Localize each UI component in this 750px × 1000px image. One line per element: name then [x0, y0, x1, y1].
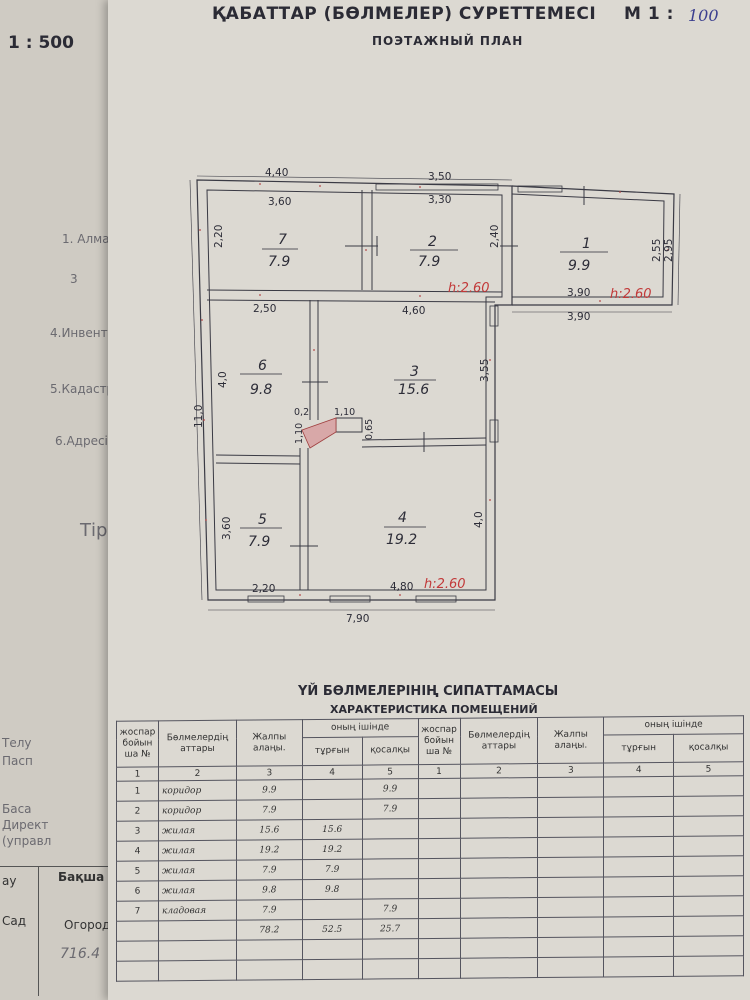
dim-corner-2: 1,10	[334, 407, 355, 418]
room-2-number: 2	[428, 234, 437, 250]
room-6-number: 6	[258, 358, 267, 374]
dim-total-height: 11,0	[193, 405, 205, 428]
dim-room1-height-1: 2,55	[651, 239, 663, 262]
col-index: 2	[460, 763, 538, 779]
underlying-line-4: 5.Кадастр	[50, 382, 115, 396]
underlying-line-7: Баса	[2, 802, 32, 816]
dim-corner-4: 1,10	[294, 423, 305, 444]
dim-room1-width-2: 3,90	[567, 311, 590, 323]
dim-top-right: 3,50	[428, 171, 451, 183]
underlying-value: 716.4	[60, 946, 101, 962]
room-3-area: 15.6	[398, 382, 429, 398]
dim-room2-height: 2,40	[489, 225, 501, 248]
dim-room5-height: 3,60	[221, 517, 233, 540]
dim-room7-height: 2,20	[213, 225, 225, 248]
dim-room3-width: 4,60	[402, 305, 425, 317]
scale-prefix: М 1 :	[624, 4, 674, 24]
underlying-scale: 1 : 500	[8, 33, 74, 53]
underlying-cell-2: Бақша	[58, 870, 105, 884]
underlying-line-3: 4.Инвента	[50, 326, 115, 340]
dim-room5-width: 2,20	[252, 583, 275, 595]
underlying-line-6: Тір	[80, 520, 108, 541]
dim-corner-1: 0,2	[294, 407, 309, 418]
underlying-line-2: 3	[70, 272, 78, 286]
table-title: ҮЙ БӨЛМЕЛЕРІНІҢ СИПАТТАМАСЫ	[298, 684, 559, 699]
room-4-area: 19.2	[386, 532, 417, 548]
header-auxiliary-right: қосалқы	[673, 733, 744, 763]
dim-room4-width: 4,80	[390, 581, 413, 593]
dim-corner-3: 0,65	[364, 419, 375, 440]
col-index: 3	[236, 765, 303, 781]
dim-room4-height: 4,0	[473, 511, 485, 528]
underlying-cell-3: Сад	[2, 914, 27, 928]
room-6-area: 9.8	[250, 382, 272, 398]
header-including: оның ішінде	[302, 718, 419, 738]
header-auxiliary: қосалқы	[362, 736, 419, 766]
header-living-right: тұрғын	[603, 734, 674, 763]
ceiling-height-3: h:2.60	[424, 577, 466, 592]
col-index: 1	[418, 764, 460, 779]
dim-room1-width-1: 3,90	[567, 287, 590, 299]
dim-room3-height: 3,55	[479, 359, 491, 382]
room-1-number: 1	[582, 236, 591, 252]
header-living: тұрғын	[302, 737, 363, 766]
underlying-line-10: Телу	[2, 736, 32, 750]
dim-room6-height: 4,0	[217, 371, 229, 388]
underlying-line-5: 6.Адресі	[55, 434, 108, 448]
scale-value: 100	[688, 6, 719, 25]
dim-top-left: 4,40	[265, 167, 288, 179]
dim-room7-width: 3,60	[268, 196, 291, 208]
header-including-right: оның ішінде	[603, 715, 744, 735]
col-index: 1	[116, 766, 159, 782]
col-index: 4	[302, 765, 363, 780]
underlying-cell-1: ау	[2, 874, 17, 888]
col-index: 5	[362, 764, 419, 780]
room-1-area: 9.9	[568, 258, 590, 274]
dim-total-width: 7,90	[346, 613, 369, 625]
col-index: 3	[537, 762, 604, 778]
room-7-area: 7.9	[268, 254, 290, 270]
dim-room2-width: 3,30	[428, 194, 451, 206]
dim-room6-width: 2,50	[253, 303, 276, 315]
col-index: 5	[673, 761, 744, 777]
dim-room1-height-2: 2,95	[663, 239, 675, 262]
room-5-number: 5	[258, 512, 267, 528]
underlying-line-1: 1. Алмат	[62, 232, 117, 246]
room-2-area: 7.9	[418, 254, 440, 270]
underlying-divider	[38, 866, 39, 996]
room-5-area: 7.9	[248, 534, 270, 550]
underlying-line-11: Пасп	[2, 754, 33, 768]
table-subtitle: ХАРАКТЕРИСТИКА ПОМЕЩЕНИЙ	[330, 703, 538, 716]
underlying-line-9: (управл	[2, 834, 52, 848]
underlying-line-8: Директ	[2, 818, 49, 832]
total-living: 52.5	[302, 919, 363, 940]
underlying-cell-4: Огород	[64, 918, 111, 932]
room-7-number: 7	[278, 232, 287, 248]
plan-title: ҚАБАТТАР (БӨЛМЕЛЕР) СУРЕТТЕМЕСІ	[212, 4, 597, 24]
total-auxiliary: 25.7	[362, 918, 419, 940]
total-area: 78.2	[236, 919, 303, 941]
room-4-number: 4	[398, 510, 407, 526]
col-index: 2	[158, 766, 237, 781]
floor-plan-sheet	[108, 0, 750, 1000]
underlying-table	[0, 866, 135, 997]
plan-subtitle: ПОЭТАЖНЫЙ ПЛАН	[372, 34, 524, 48]
room-3-number: 3	[410, 364, 419, 380]
ceiling-height-1: h:2.60	[448, 281, 490, 296]
ceiling-height-2: h:2.60	[610, 287, 652, 302]
col-index: 4	[603, 762, 674, 777]
floor-plan-drawing: 4,40 3,50 3,60 3,30 2,20 2,40 2,55 2,95 …	[189, 167, 681, 625]
